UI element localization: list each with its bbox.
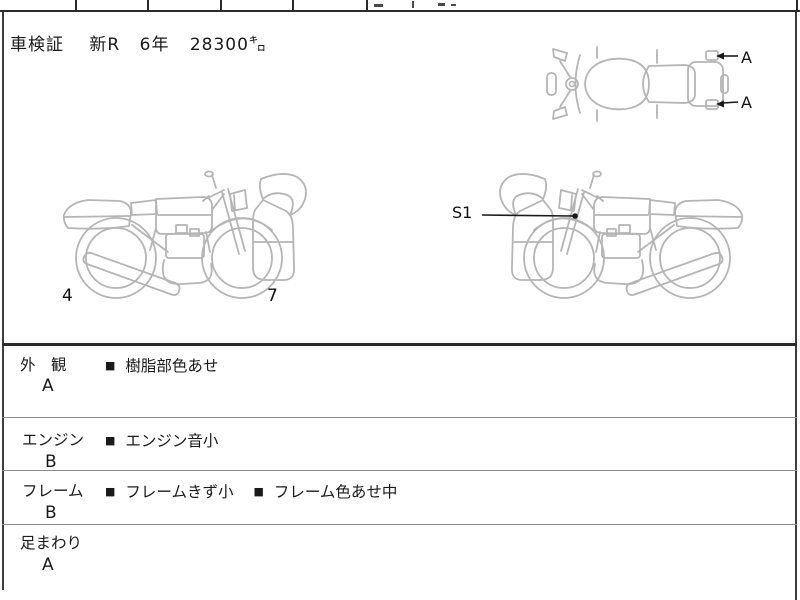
category-undercarriage: 足まわり [20,534,83,552]
engine [601,233,641,259]
comment-text: フレームきず小 [125,483,234,501]
comment-item: ■ エンジン音小 [105,429,218,451]
bullet-square-icon: ■ [105,484,116,498]
tail-cowl [62,199,132,230]
clipped-text-fragment [451,4,456,6]
comment-text: 樹脂部色あせ [125,357,219,375]
comment-text: フレーム色あせ中 [273,483,398,501]
cowl-panel [511,199,554,281]
motorcycle-top-view-art [546,46,739,122]
mileage-value: 28300㌔ [189,35,267,55]
bullet-square-icon: ■ [105,358,116,372]
motorcycle-top-view-diagram [545,44,745,124]
inspection-certificate-line: 車検証 新R 6年 28300㌔ [10,30,267,55]
clipped-text-fragment [438,3,445,6]
muffler [82,251,181,296]
headlight [229,189,248,212]
comment-item: ■ フレームきず小 [105,480,233,502]
motorcycle-side-view-art [62,170,307,299]
seat [648,199,676,216]
clipped-header-row [0,0,800,12]
row-divider [2,417,797,418]
tail-cowl [674,199,744,230]
arrow-left-icon [716,100,724,108]
motorcycle-side-view-left-diagram [58,170,323,305]
rear-wheel [75,217,157,299]
front-wheel-top [546,72,557,96]
defect-label-7: 7 [267,286,278,306]
front-fender [209,217,273,233]
arrow-left-icon [716,52,724,60]
years-value: 6年 [139,35,170,55]
column-divider [147,0,149,10]
rear-signal-left [705,50,719,61]
seat [130,199,158,216]
category-engine: エンジン [22,431,85,449]
comment-item: ■ フレーム色あせ中 [253,480,397,502]
column-divider [220,0,222,10]
row-divider [2,470,797,471]
motorcycle-side-view-art-mirrored [499,170,744,299]
sheet-right-border [795,12,797,600]
defect-label-a-top: A [741,48,752,67]
category-frame: フレーム [22,482,84,500]
mirror-left-icon [552,48,568,62]
callout-arrows [716,52,739,108]
s1-callout [481,213,578,219]
comments-exterior: ■ 樹脂部色あせ [105,354,218,376]
sheet-left-border [2,12,4,590]
motorcycle-side-view-right-diagram [483,170,748,305]
column-divider [292,0,294,10]
grade-frame: B [45,503,57,523]
mirror-icon [204,170,214,178]
clipped-text-fragment [412,1,414,8]
fuel-tank-top [584,57,650,111]
grade-exterior: A [42,376,54,396]
condition-table-top-border [2,343,797,346]
grade-undercarriage: A [42,555,54,575]
inspection-label: 車検証 [10,35,64,55]
mirror-right-icon [552,106,568,120]
registration-value: 新R [89,35,121,55]
front-fender [533,217,597,233]
mirror-icon [592,170,602,178]
cowl-panel [252,199,295,281]
clipped-text-fragment [374,4,383,7]
bullet-square-icon: ■ [105,433,116,447]
defect-label-a-bottom: A [741,93,752,112]
callout-dot-icon [572,213,578,219]
defect-label-4: 4 [62,286,73,306]
column-divider [796,0,798,10]
comment-text: エンジン音小 [125,432,219,450]
comments-engine: ■ エンジン音小 [105,429,218,451]
defect-label-s1: S1 [452,203,473,222]
row-divider [2,524,797,525]
comments-frame: ■ フレームきず小 ■ フレーム色あせ中 [105,480,397,502]
grade-engine: B [45,452,57,472]
comment-item: ■ 樹脂部色あせ [105,354,218,376]
headlight [558,189,577,212]
bullet-square-icon: ■ [253,484,264,498]
rear-signal-right [705,99,719,110]
seat-top [642,64,696,104]
rear-wheel [649,217,731,299]
category-exterior: 外 観 [20,356,67,374]
engine [165,233,205,259]
muffler [625,251,724,296]
column-divider [366,0,368,10]
column-divider [75,0,77,10]
